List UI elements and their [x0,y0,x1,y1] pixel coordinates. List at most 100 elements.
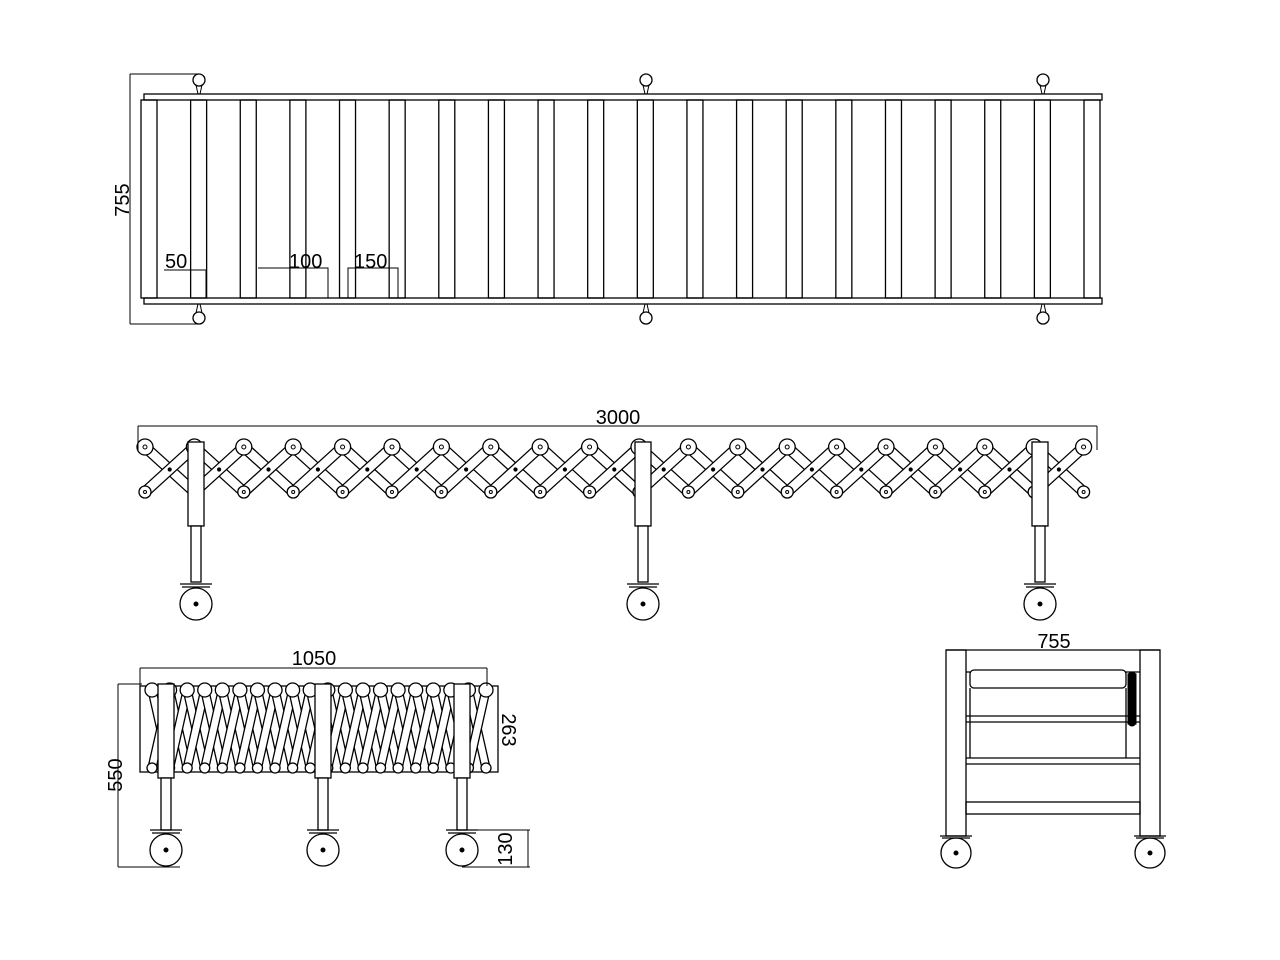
pivot-top [482,438,500,456]
pivot-bottom [582,485,597,499]
compressed-pivot-bottom [216,762,228,774]
pivot-top [1074,438,1093,456]
pivot-bottom [434,485,449,499]
end-roller [969,669,1127,689]
pivot-center [958,467,963,472]
scissor-linkage [136,438,1093,499]
caster-tab [639,303,653,325]
pivot-top [877,438,895,456]
pivot-bottom [928,485,943,499]
roller [189,99,208,299]
end-cross-brace [965,801,1141,815]
end-right-wheel [1134,837,1166,869]
compressed-pivot-bottom [269,762,281,774]
compressed-pivot-bottom [146,762,158,774]
compressed-caster [306,829,340,867]
compressed-pivot-bottom [234,762,246,774]
pivot-top [235,438,253,456]
pivot-center [711,467,716,472]
pivot-top [778,438,796,456]
dim-150-label: 150 [354,251,387,273]
compressed-scissor-linkage [144,682,494,774]
pivot-top [432,438,451,456]
roller-group [140,99,1101,299]
pivot-center [167,467,172,472]
pivot-bottom [484,485,498,499]
compressed-pivot-top [337,682,354,698]
compressed-pivot-bottom [392,762,404,774]
compressed-leg-group [149,683,479,867]
end-right-post [1139,649,1161,837]
caster [626,583,660,621]
end-left-axle [953,850,959,856]
caster-tab [192,303,206,325]
roller [785,99,803,299]
pivot-center [760,467,765,472]
compressed-pivot-top [478,682,494,698]
pivot-center [1056,467,1062,472]
roller [438,99,456,299]
roller [487,99,506,299]
pivot-center [315,467,320,472]
top-frame-upper-rail [143,93,1103,101]
pivot-center [612,467,617,472]
pivot-top [827,438,846,456]
top-frame-lower-rail [143,297,1103,305]
roller [934,99,952,299]
pivot-center [464,467,469,472]
pivot-bottom [978,485,992,499]
dim-1050-label: 1050 [292,648,337,670]
compressed-pivot-bottom [199,762,211,774]
roller [686,99,704,299]
pivot-top [531,438,549,456]
pivot-center [1007,467,1012,472]
side-view-compressed: 1050 263 550 130 [105,648,530,868]
pivot-center [513,467,518,472]
pivot-bottom [780,485,794,499]
pivot-top [383,438,401,456]
top-view: 755 50 100 150 [112,73,1103,325]
pivot-center [661,467,666,472]
end-side-link [1127,671,1137,727]
caster-tab-group [192,73,1050,325]
roller [1033,99,1052,299]
pivot-bottom [335,485,350,499]
compressed-pivot-top [372,682,389,698]
compressed-pivot-bottom [286,762,299,774]
pivot-center [365,467,370,472]
dim-550-label: 550 [105,758,127,791]
caster-tab [1036,303,1050,325]
roller [140,99,158,299]
roller [884,99,903,299]
leg [1023,441,1057,621]
compressed-pivot-top [284,682,301,698]
pivot-top [926,438,945,456]
compressed-pivot-bottom [427,762,439,774]
pivot-bottom [681,485,696,499]
roller [239,99,257,299]
compressed-pivot-top [408,682,424,698]
roller [1083,99,1101,299]
roller [636,99,654,299]
caster-tab [639,73,653,95]
dim-3000-label: 3000 [596,407,641,429]
pivot-top [729,438,747,456]
compressed-caster [149,829,183,867]
leg [179,441,213,621]
compressed-pivot-top [355,682,371,698]
compressed-pivot-top [390,682,406,698]
leg [626,441,660,621]
caster [1023,583,1057,621]
leg-group [179,441,1057,621]
compressed-leg [149,683,183,867]
compressed-pivot-bottom [181,762,193,774]
compressed-pivot-bottom [357,762,369,774]
caster [179,583,213,621]
compressed-leg [445,683,479,867]
pivot-top [679,438,698,456]
end-left-post [945,649,967,837]
compressed-pivot-top [179,682,195,698]
pivot-bottom [879,485,893,499]
dim-150-leader [347,267,399,298]
